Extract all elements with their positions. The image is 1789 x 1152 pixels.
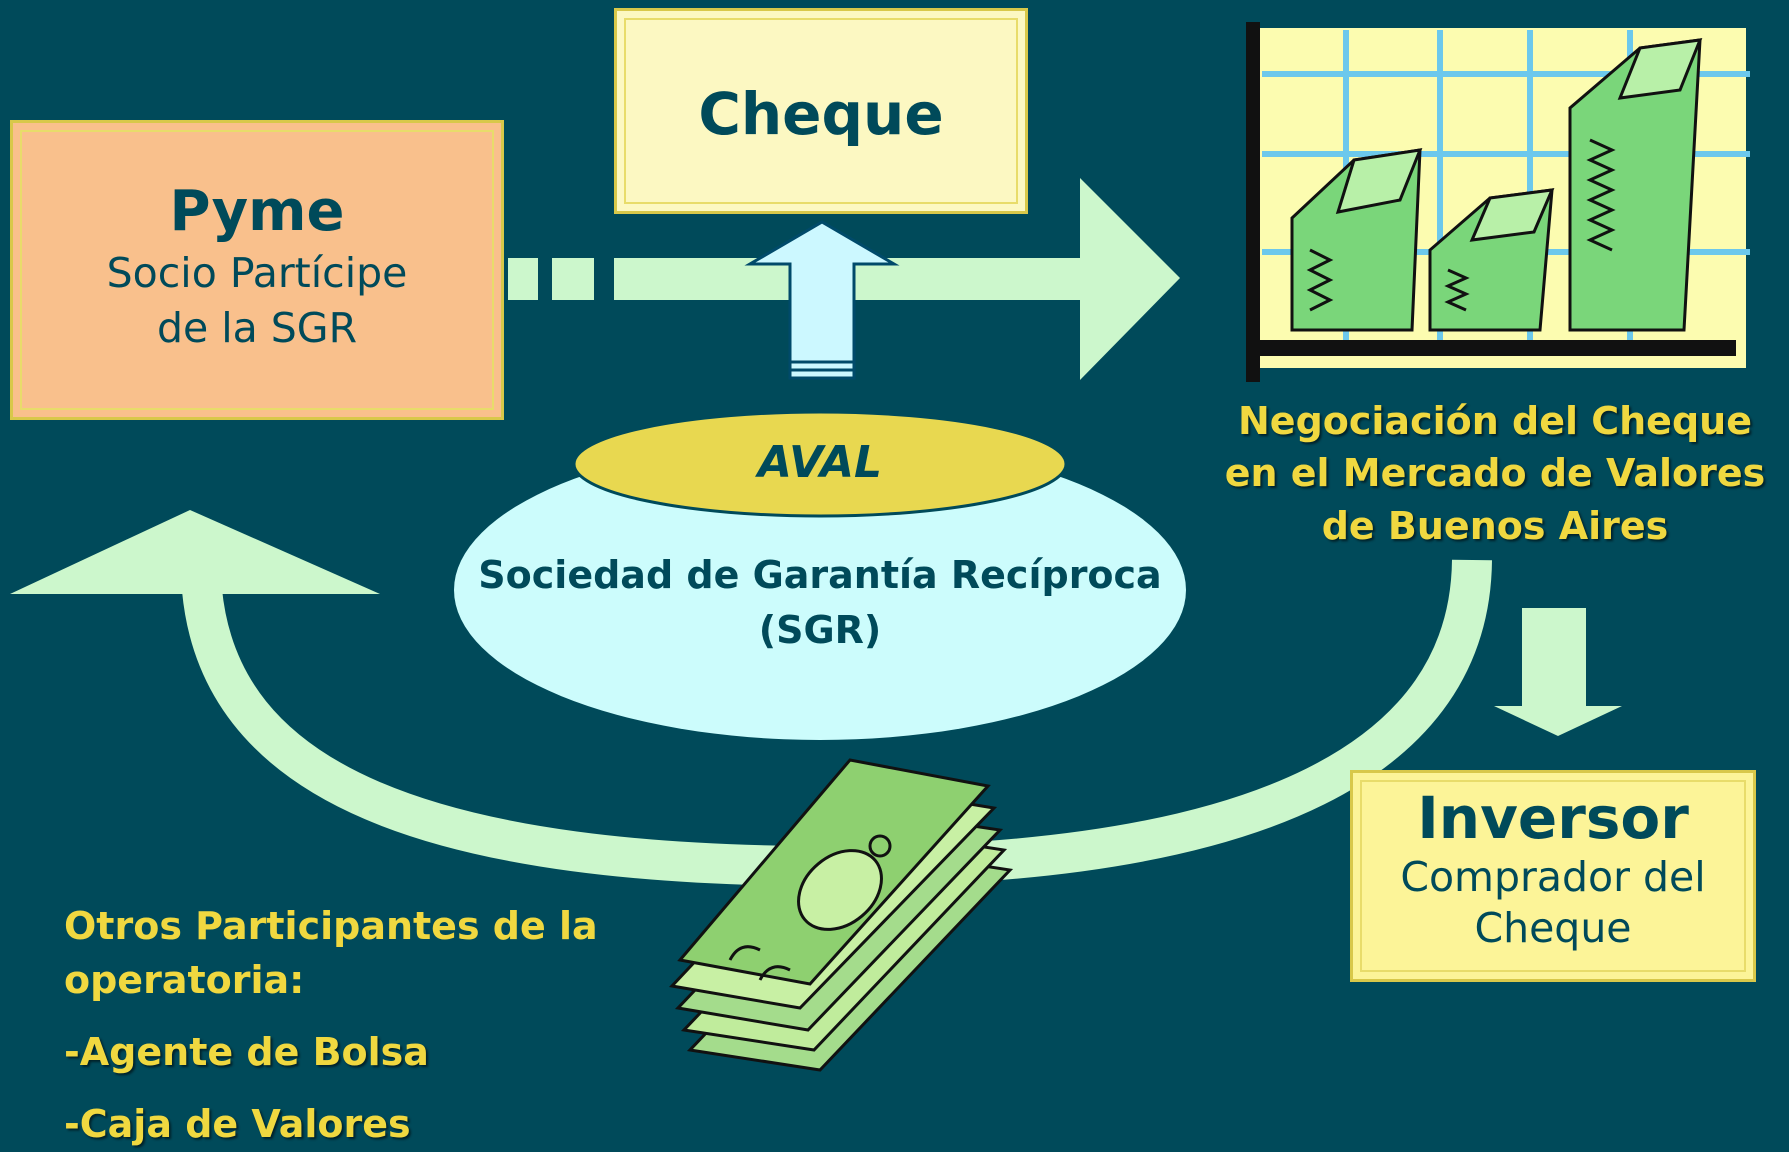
pyme-title: Pyme (169, 179, 345, 244)
up-arrow-icon (744, 220, 900, 380)
bar-chart-money-icon (1246, 22, 1750, 382)
sgr-line1: Sociedad de Garantía Recíproca (478, 553, 1162, 597)
pyme-line1: Socio Partícipe (106, 248, 408, 297)
otros-participantes: Otros Participantes de la operatoria: -A… (64, 900, 664, 1152)
inversor-title: Inversor (1417, 784, 1689, 852)
pyme-line2: de la SGR (156, 303, 358, 352)
negociacion-line3: de Buenos Aires (1321, 503, 1669, 548)
otros-item-caja: -Caja de Valores (64, 1101, 411, 1146)
down-arrow (1494, 608, 1622, 736)
cheque-box: Cheque (614, 8, 1028, 214)
money-stack-icon (668, 758, 1014, 1072)
pyme-box: Pyme Socio Partícipe de la SGR (10, 120, 504, 420)
cheque-label: Cheque (698, 80, 944, 148)
negociacion-line2: en el Mercado de Valores (1224, 451, 1766, 496)
inversor-line1: Comprador del (1400, 852, 1706, 901)
sgr-line2: (SGR) (758, 608, 882, 653)
otros-heading2: operatoria: (64, 957, 305, 1002)
inversor-box: Inversor Comprador del Cheque (1350, 770, 1756, 982)
sgr-label: Sociedad de Garantía Recíproca (SGR) (455, 548, 1185, 658)
negociacion-line1: Negociación del Cheque (1238, 399, 1752, 443)
aval-label: AVAL (757, 437, 883, 488)
otros-item-agente: -Agente de Bolsa (64, 1029, 429, 1074)
negociacion-label: Negociación del Cheque en el Mercado de … (1215, 395, 1775, 552)
otros-heading1: Otros Participantes de la (64, 904, 598, 948)
return-arrow-head (10, 510, 380, 594)
inversor-line2: Cheque (1474, 903, 1632, 952)
aval-ellipse (572, 410, 1068, 518)
sgr-ellipse (454, 440, 1186, 740)
